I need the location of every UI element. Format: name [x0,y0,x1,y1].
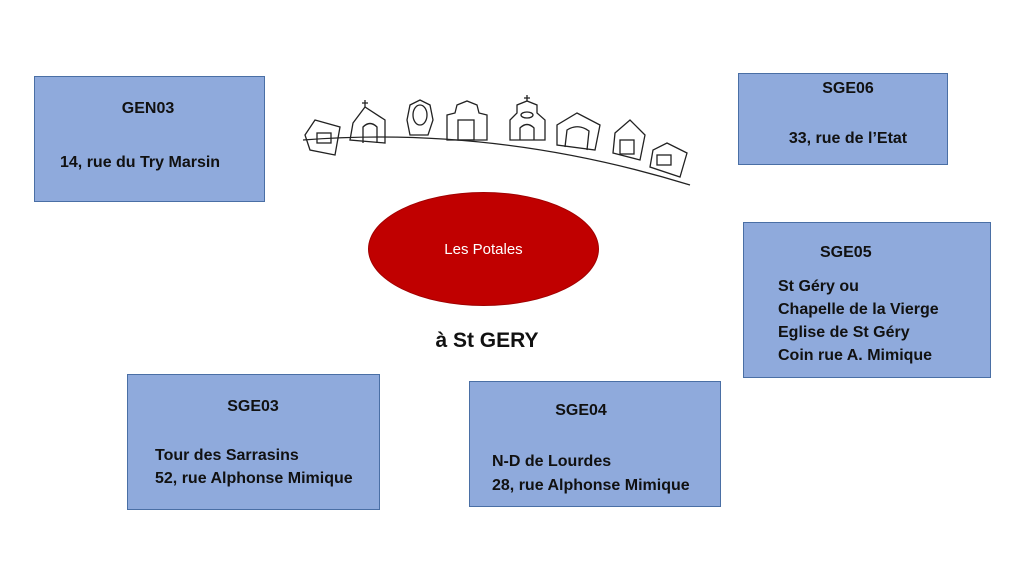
location-box-sge06 [738,73,948,165]
box-address: 14, rue du Try Marsin [60,154,221,171]
center-label: Les Potales [444,240,523,258]
box-address: 33, rue de l’Etat [788,130,908,147]
box-line: 28, rue Alphonse Mimique [492,477,690,494]
box-code: SGE06 [822,80,874,97]
box-line: Coin rue A. Mimique [778,347,933,364]
subtitle: à St GERY [435,329,539,352]
location-box-sge04 [469,381,721,507]
box-code: SGE04 [555,402,607,419]
box-line: Eglise de St Géry [778,324,910,341]
location-box-sge05 [743,222,991,378]
chapels-illustration [302,95,691,186]
box-line: Tour des Sarrasins [155,447,299,464]
location-box-sge03 [127,374,380,510]
box-line: N-D de Lourdes [492,453,612,470]
box-code: SGE05 [820,244,872,261]
center-ellipse: Les Potales [368,192,599,306]
box-line: St Géry ou [778,278,859,295]
box-line: Chapelle de la Vierge [778,301,939,318]
box-line: 52, rue Alphonse Mimique [155,470,353,487]
box-code: GEN03 [121,100,175,117]
location-box-gen03 [34,76,265,202]
box-code: SGE03 [227,398,279,415]
